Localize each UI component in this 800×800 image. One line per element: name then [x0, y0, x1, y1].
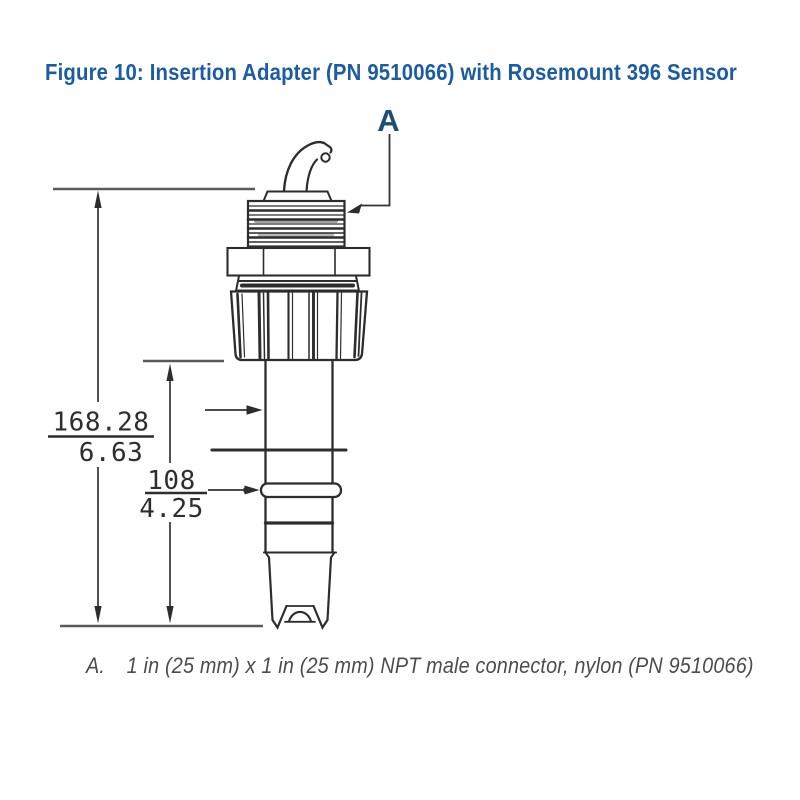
dim-insertion-mm: 108	[147, 466, 195, 496]
sensor-tip	[264, 551, 336, 630]
callout-arrowhead	[347, 203, 362, 214]
sensor-cable	[282, 140, 333, 193]
glass-bulb	[287, 610, 313, 623]
top-cap	[261, 190, 334, 202]
figure-caption: A. 1 in (25 mm) x 1 in (25 mm) NPT male …	[86, 653, 754, 679]
dim-overall-inch: 6.63	[79, 438, 144, 468]
hex-nut	[226, 246, 371, 277]
caption-index: A.	[86, 653, 106, 678]
caption-text: 1 in (25 mm) x 1 in (25 mm) NPT male con…	[126, 653, 754, 678]
dim-line-overall	[94, 190, 102, 624]
callout-leader-line	[360, 134, 391, 207]
body-pointer-arrow	[205, 405, 263, 415]
dimension-annotations: 168.28 6.63 108 4.25	[48, 187, 263, 628]
dim-insertion-inch: 4.25	[139, 494, 204, 524]
sensor-drawing	[210, 140, 371, 630]
dim-line-insertion	[166, 363, 174, 624]
dim-overall-mm: 168.28	[53, 408, 150, 438]
figure-title: Figure 10: Insertion Adapter (PN 9510066…	[45, 59, 737, 85]
o-ring	[259, 482, 343, 499]
npt-threads	[246, 199, 346, 248]
sensor-body	[210, 358, 348, 554]
oring-pointer-arrow	[208, 485, 260, 495]
callout-label: A	[377, 103, 399, 138]
locking-collar	[229, 290, 369, 362]
callout-a-group: A	[347, 103, 400, 214]
flange-rings	[235, 275, 360, 292]
